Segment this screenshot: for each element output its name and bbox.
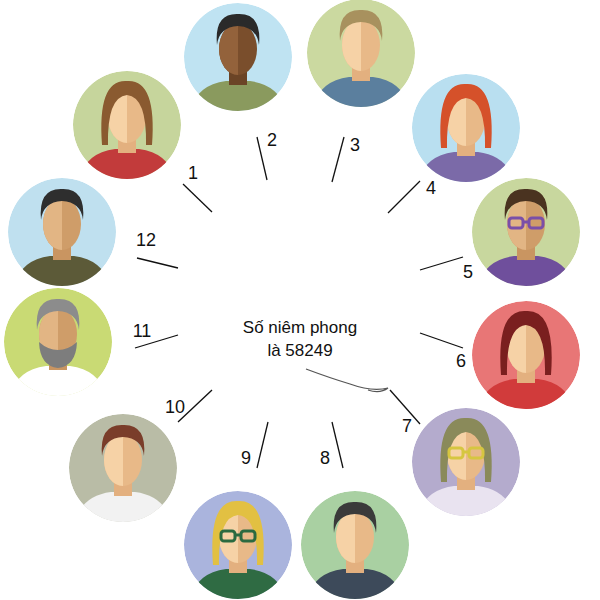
leader-lines bbox=[135, 137, 463, 468]
scribble bbox=[306, 369, 388, 392]
callout-number: 9 bbox=[241, 448, 251, 469]
callout-number: 8 bbox=[320, 448, 330, 469]
callout-number: 6 bbox=[456, 351, 466, 372]
seal-number-text: Số niêm phong là 58249 bbox=[239, 317, 361, 363]
callout-number: 2 bbox=[267, 130, 277, 151]
callout-number: 5 bbox=[463, 262, 473, 283]
callout-number: 1 bbox=[188, 163, 198, 184]
callout-number: 3 bbox=[350, 135, 360, 156]
callout-number: 10 bbox=[165, 397, 185, 418]
callout-number: 12 bbox=[136, 230, 156, 251]
callout-number: 7 bbox=[402, 416, 412, 437]
callout-number: 11 bbox=[133, 321, 152, 342]
callout-number: 4 bbox=[426, 178, 436, 199]
